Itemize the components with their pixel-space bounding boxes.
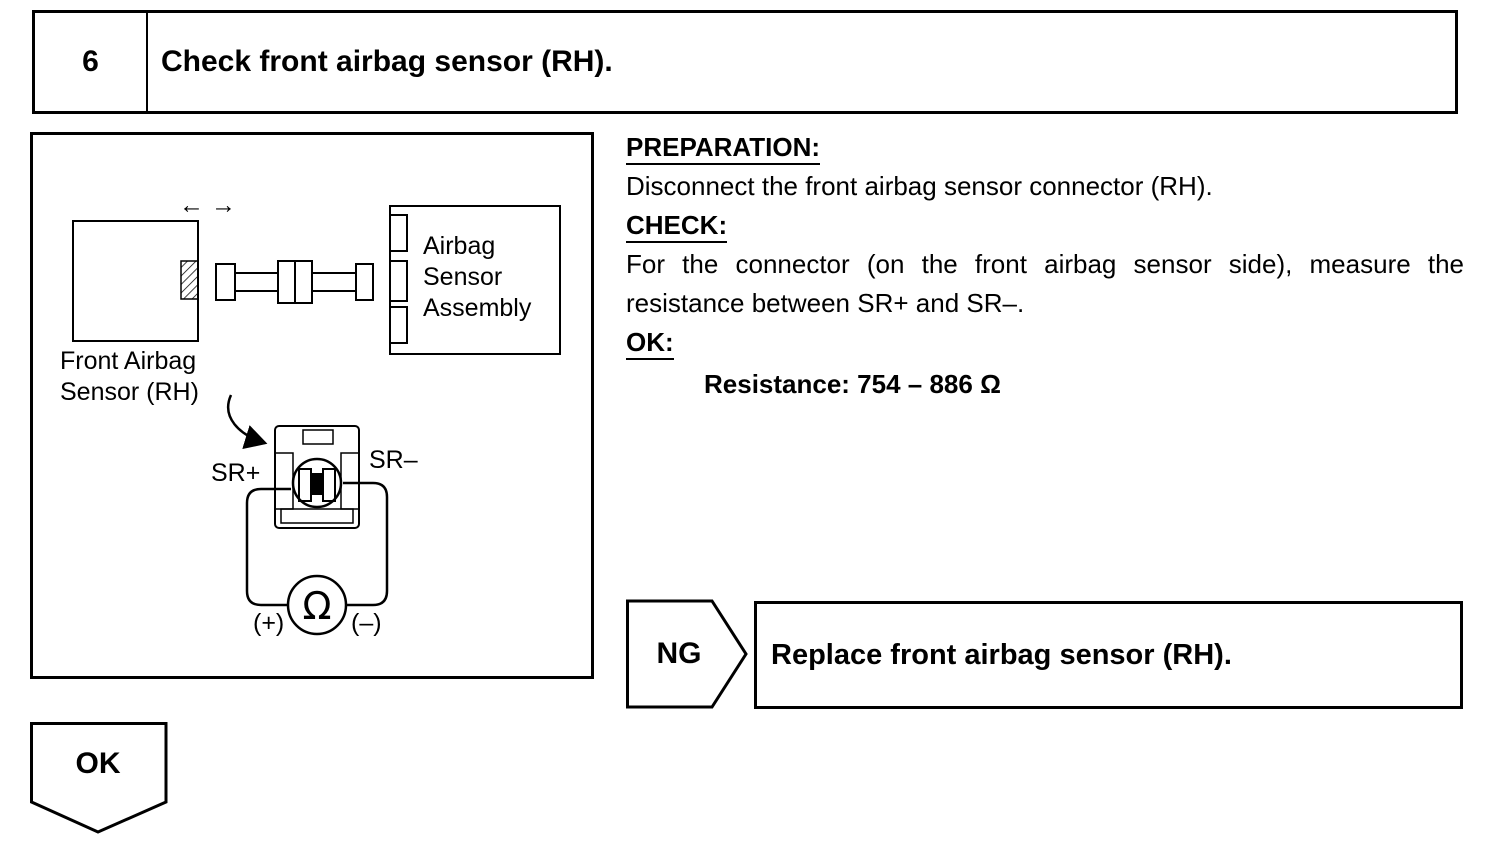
check-text: For the connector (on the front airbag s…: [626, 249, 1464, 318]
ok-label: OK: [75, 747, 121, 780]
wire-harness: [215, 260, 374, 304]
ok-heading: OK:: [626, 326, 674, 360]
ng-arrow-shape: [626, 599, 748, 709]
ng-action-box: Replace front airbag sensor (RH).: [754, 601, 1463, 709]
ng-result-tag: NG: [626, 598, 750, 710]
front-sensor-label-line1: Front Airbag: [60, 347, 196, 375]
front-sensor-label-line2: Sensor (RH): [60, 378, 199, 406]
check-heading: CHECK:: [626, 209, 728, 243]
sr-minus-label: SR–: [369, 446, 418, 474]
diagram-illustration: ← → Airbag Sensor Assembly Front Airbag …: [60, 191, 561, 637]
ok-arrow-shape: [30, 722, 168, 834]
ok-result-tag: OK: [30, 722, 168, 834]
ng-label: NG: [656, 637, 702, 670]
meter-negative-label: (–): [351, 609, 382, 637]
ng-action-text: Replace front airbag sensor (RH).: [771, 639, 1232, 671]
step-header: 6 Check front airbag sensor (RH).: [32, 10, 1458, 114]
assembly-connectors: [389, 214, 408, 344]
ohmmeter-icon: [286, 574, 348, 636]
connector-face: [274, 425, 360, 529]
assembly-label-line3: Assembly: [423, 294, 532, 322]
disconnect-arrows: ← →: [179, 191, 236, 219]
connector-diagram: ← → Airbag Sensor Assembly Front Airbag …: [30, 132, 594, 679]
instructions-panel: PREPARATION: Disconnect the front airbag…: [626, 128, 1464, 400]
resistance-spec: Resistance: 754 – 886 Ω: [704, 369, 1001, 399]
sr-plus-label: SR+: [211, 459, 260, 487]
step-number: 6: [35, 13, 148, 111]
test-lead-negative: [343, 481, 389, 607]
assembly-label-line1: Airbag: [423, 232, 495, 260]
sensor-connector-socket: [180, 260, 199, 300]
ohmmeter-symbol: Ω: [302, 584, 331, 628]
test-lead-positive: [245, 487, 291, 607]
curved-pointer-arrow: [227, 394, 268, 450]
meter-positive-label: (+): [253, 609, 284, 637]
step-title: Check front airbag sensor (RH).: [161, 45, 613, 78]
preparation-text: Disconnect the front airbag sensor conne…: [626, 171, 1213, 201]
front-airbag-sensor-body: [72, 220, 199, 342]
assembly-label-line2: Sensor: [423, 263, 502, 291]
preparation-heading: PREPARATION:: [626, 131, 821, 165]
